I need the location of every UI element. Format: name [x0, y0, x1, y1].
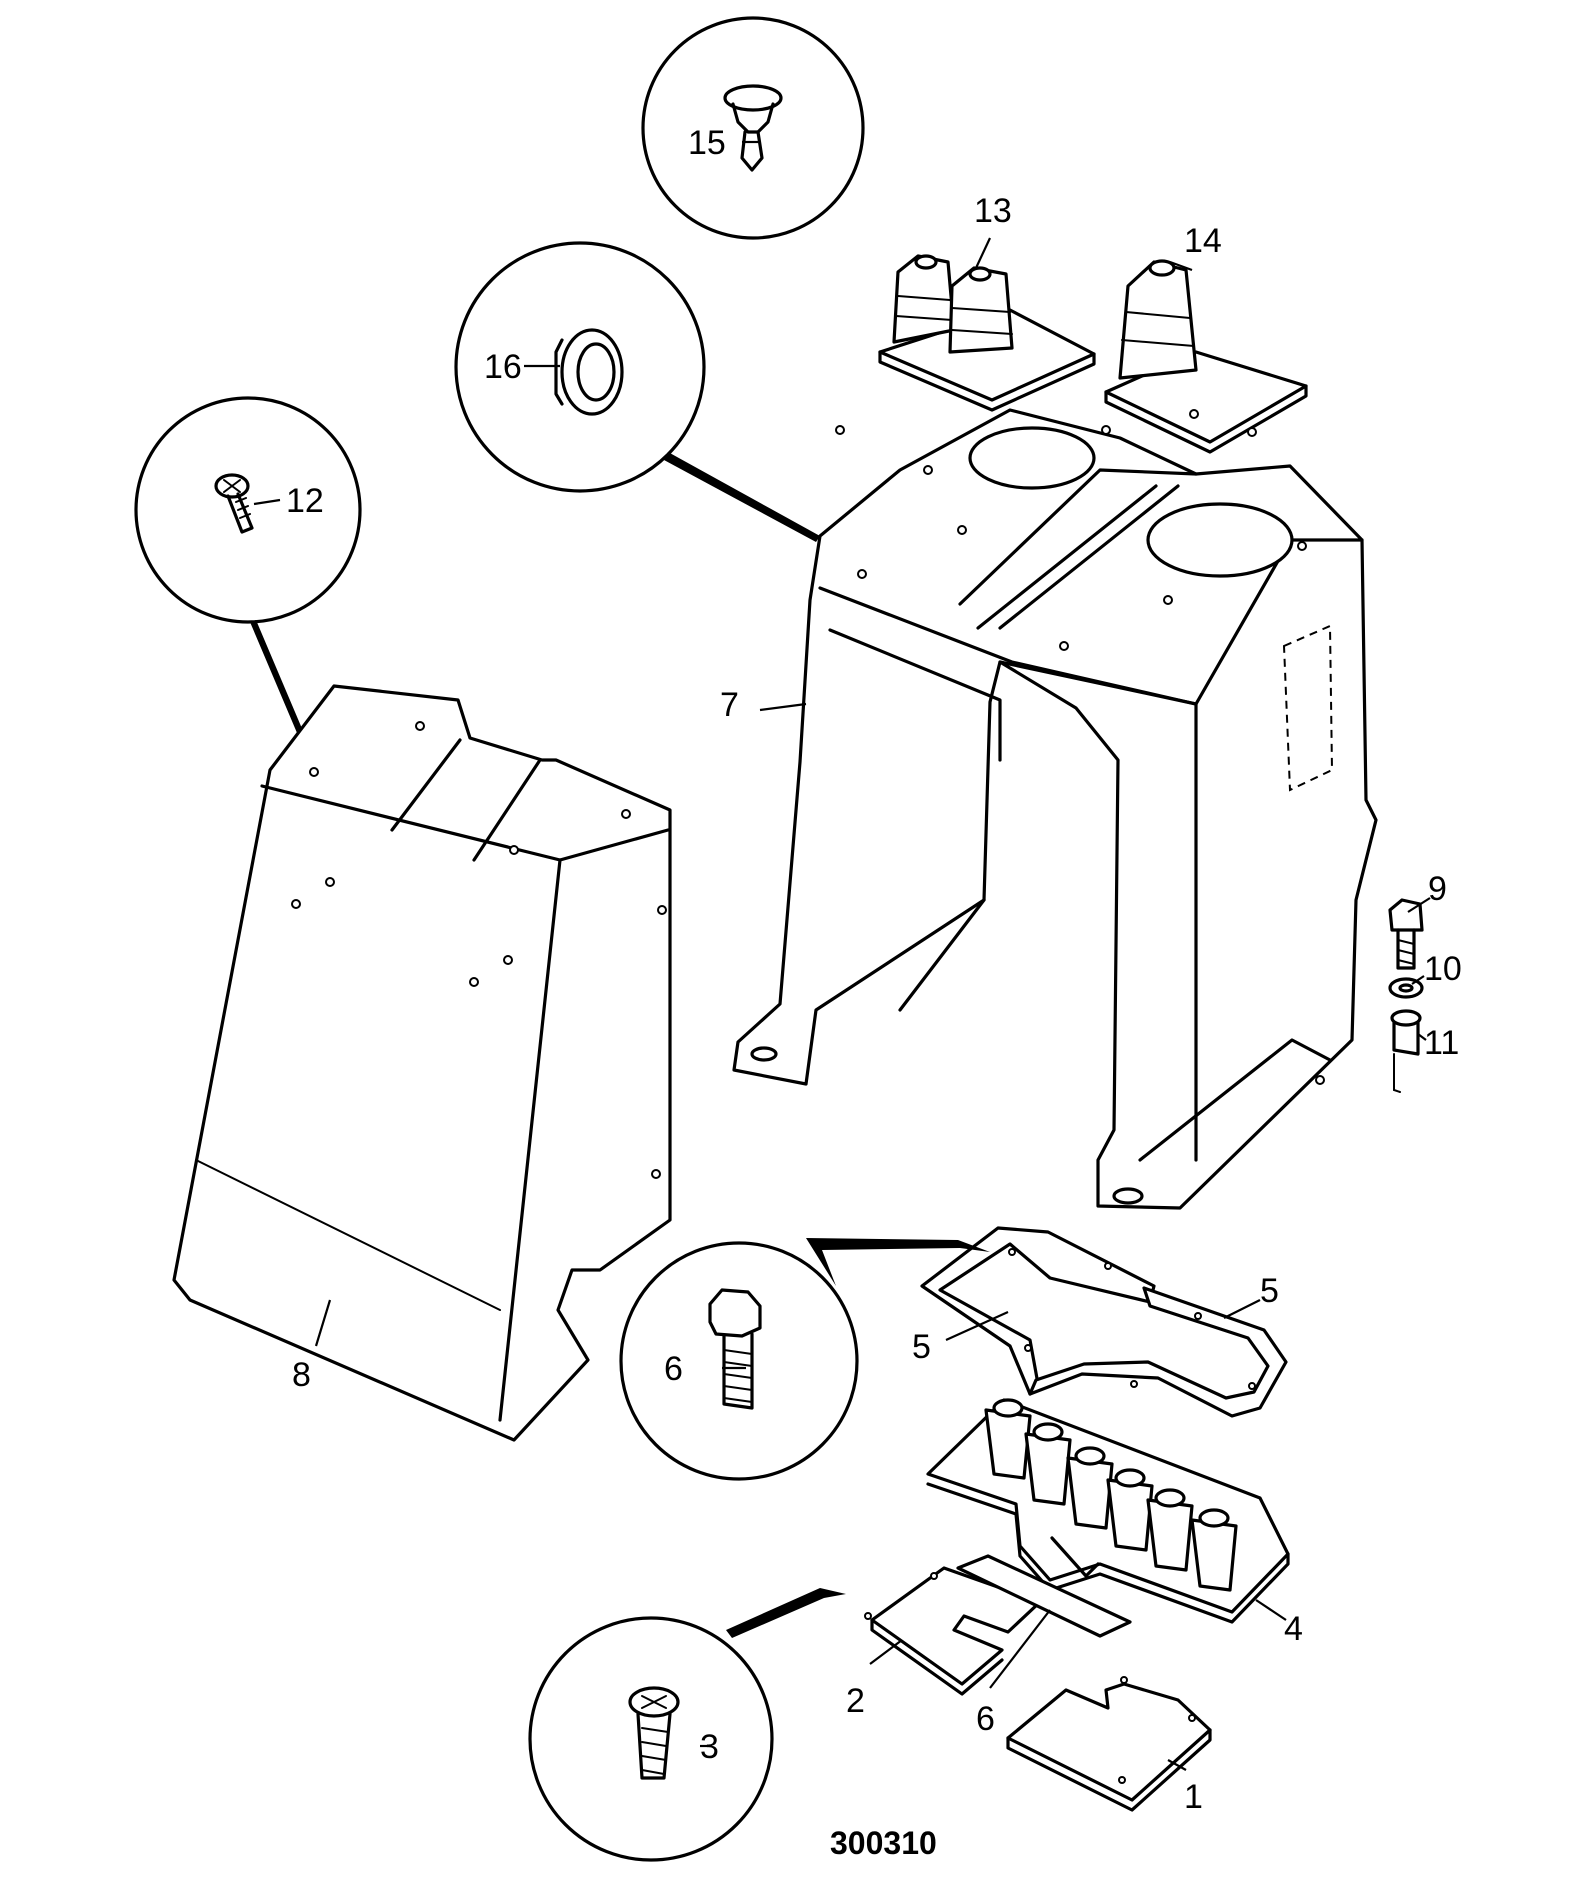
callout-10: 9 [1428, 870, 1447, 908]
callout-2: 2 [846, 1682, 865, 1720]
gaskets-5 [920, 1226, 1288, 1418]
detail-circle-7 [619, 1238, 990, 1481]
callout-5-right: 5 [1260, 1272, 1279, 1310]
gaiter-boot-15 [1104, 259, 1308, 454]
callout-16: 15 [688, 124, 726, 162]
switch-knobs [984, 1398, 1238, 1592]
callout-1: 1 [1184, 1778, 1203, 1816]
callout-11: 10 [1424, 950, 1462, 988]
callout-labels: 15 16 12 13 14 7 8 9 10 11 5 5 6 4 2 6 3… [286, 124, 1462, 1861]
callout-8: 7 [720, 686, 739, 724]
console-cover-8 [732, 408, 1378, 1210]
detail-circle-13 [134, 396, 362, 740]
callout-6: 6 [976, 1700, 995, 1738]
callout-14: 13 [974, 192, 1012, 230]
detail-circle-17 [454, 241, 820, 542]
detail-circle-16 [641, 16, 865, 240]
cover-plates-1-2-6 [864, 1554, 1212, 1812]
detail-circle-3 [528, 1588, 846, 1862]
side-panel-9 [172, 684, 672, 1442]
callout-7: 6 [664, 1350, 683, 1388]
callout-17: 16 [484, 348, 522, 386]
drawing-number: 300310 [830, 1825, 937, 1861]
callout-3: 3 [700, 1728, 719, 1766]
callout-5-left: 5 [912, 1328, 931, 1366]
fasteners-10-11-12 [1388, 898, 1424, 1093]
leader-lines [253, 140, 1431, 1771]
callout-15: 14 [1184, 222, 1222, 260]
gaiter-boots-14 [878, 254, 1096, 412]
callout-9: 8 [292, 1356, 311, 1394]
switch-panel-4 [926, 1398, 1290, 1624]
callout-12: 11 [1424, 1024, 1459, 1062]
callout-13: 12 [286, 482, 324, 520]
callout-4: 4 [1284, 1610, 1303, 1648]
